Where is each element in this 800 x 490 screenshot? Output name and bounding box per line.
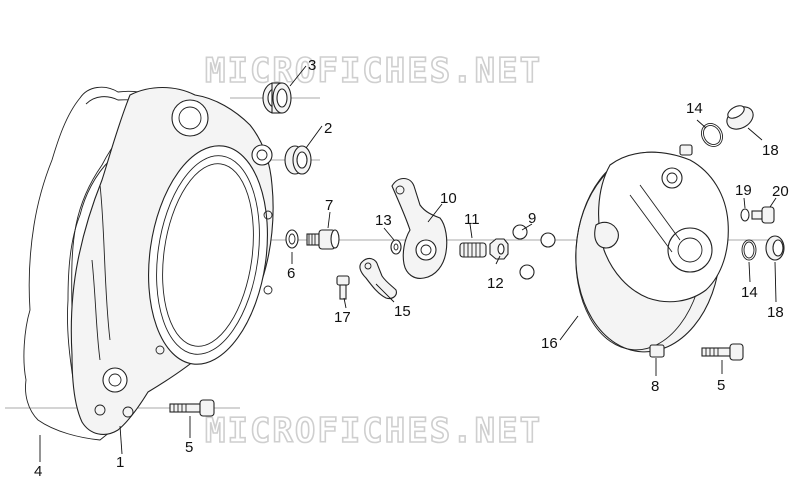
callout-18-top: 18	[762, 142, 779, 159]
bearing-part	[262, 82, 292, 114]
o-ring-part-14-top	[701, 123, 723, 147]
callout-17: 17	[334, 309, 351, 326]
bolt-part-17	[336, 275, 350, 300]
callout-16: 16	[541, 335, 558, 352]
right-cover-part	[575, 144, 729, 358]
lever-arm-part	[391, 177, 448, 279]
bolt-part-20	[751, 206, 775, 224]
callout-1: 1	[116, 454, 124, 471]
callout-10: 10	[440, 190, 457, 207]
callout-15: 15	[394, 303, 411, 320]
callout-6: 6	[287, 265, 295, 282]
cap-part-18-top	[726, 105, 754, 130]
callout-4: 4	[34, 463, 42, 480]
spring-part	[459, 242, 487, 258]
washer-part-19	[740, 208, 750, 222]
callout-11: 11	[464, 211, 480, 228]
callout-5-right: 5	[717, 377, 725, 394]
callout-14-top: 14	[686, 100, 703, 117]
cam-plate-part	[359, 257, 397, 300]
callout-13: 13	[375, 212, 392, 229]
steel-balls-part	[512, 224, 556, 280]
callout-18-right: 18	[767, 304, 784, 321]
watermark-bottom: MICROFICHES.NET	[205, 411, 542, 451]
washer-part-6	[285, 229, 299, 249]
cap-part-18-right	[765, 235, 785, 261]
nut-part	[489, 238, 509, 260]
callout-5-left: 5	[185, 439, 193, 456]
callout-14-right: 14	[741, 284, 758, 301]
bolt-part-5-left	[169, 399, 215, 417]
callout-19: 19	[735, 182, 752, 199]
leader-lines	[39, 65, 777, 462]
callout-3: 3	[308, 57, 316, 74]
left-cover-part	[70, 87, 274, 435]
oil-seal-part	[284, 145, 312, 175]
callout-2: 2	[324, 120, 332, 137]
o-ring-part-14-right	[741, 239, 757, 261]
callout-12: 12	[487, 275, 504, 292]
plug-bolt-part	[306, 229, 340, 250]
washer-part-13	[390, 239, 402, 255]
watermark-top: MICROFICHES.NET	[205, 51, 542, 91]
callout-7: 7	[325, 197, 333, 214]
callout-9: 9	[528, 210, 536, 227]
callout-20: 20	[772, 183, 789, 200]
callout-8: 8	[651, 378, 659, 395]
bolt-part-5-right	[701, 343, 744, 361]
